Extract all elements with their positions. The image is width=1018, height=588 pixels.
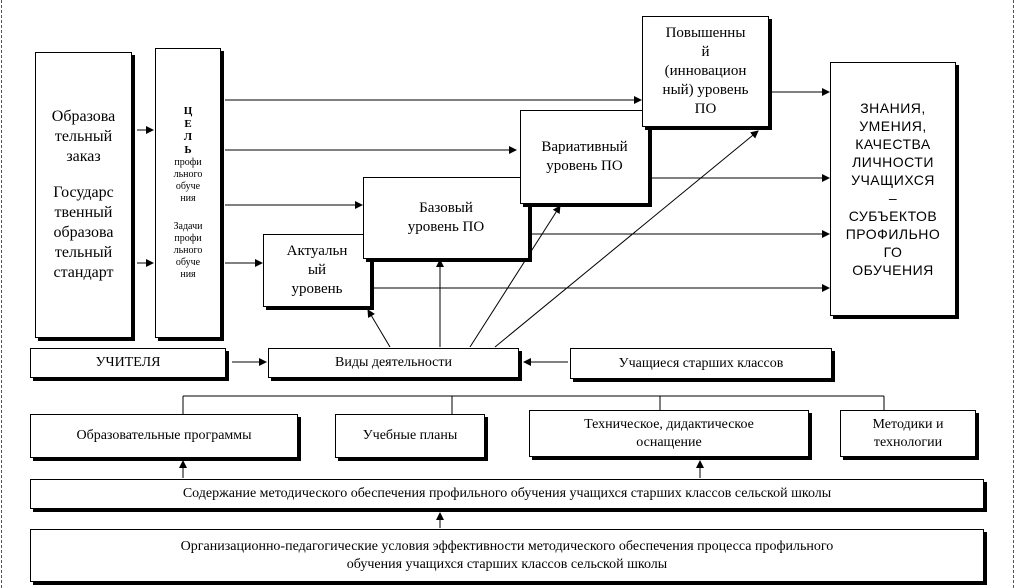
actual-level-line: уровень xyxy=(291,281,343,297)
order-text: Образова тельный заказ xyxy=(52,107,115,167)
goal-line: обуче xyxy=(175,181,201,192)
tasks-line: обуче xyxy=(175,257,201,268)
goal-letter: Ь xyxy=(184,144,192,156)
standard-line: тельный xyxy=(54,244,113,261)
base-level-line: уровень ПО xyxy=(407,219,485,235)
result-line: УМЕНИЯ, xyxy=(859,118,927,134)
equipment-line: Техническое, дидактическое xyxy=(584,416,754,432)
result-line: КАЧЕСТВА xyxy=(855,136,931,152)
result-line: – xyxy=(888,190,898,206)
actual-level-box: Актуальн ый уровень xyxy=(263,234,371,307)
standard-line: твенный xyxy=(54,204,113,221)
curricula-box: Учебные планы xyxy=(335,414,485,458)
advanced-level-line: (инновацион xyxy=(664,63,747,79)
goal-tasks-box: Ц Е Л Ь профи льного обуче ния Задачи пр… xyxy=(155,48,221,338)
base-level-box: Базовый уровень ПО xyxy=(363,177,529,259)
result-line: ГО xyxy=(883,244,903,260)
equipment-box: Техническое, дидактическое оснащение xyxy=(529,410,809,457)
actual-level-line: Актуальн xyxy=(286,243,348,259)
equipment-line: оснащение xyxy=(636,434,702,450)
order-standard-box: Образова тельный заказ Государс твенный … xyxy=(35,52,132,338)
result-line: УЧАЩИХСЯ xyxy=(851,172,935,188)
result-line: СУБЪЕКТОВ xyxy=(848,208,938,224)
programs-box: Образовательные программы xyxy=(30,414,298,458)
variative-level-box: Вариативный уровень ПО xyxy=(520,110,649,204)
curricula-label: Учебные планы xyxy=(362,428,458,443)
methods-line: технологии xyxy=(873,434,943,450)
advanced-level-line: ПО xyxy=(694,101,717,117)
activities-box: Виды деятельности xyxy=(268,348,519,378)
goal-line: профи xyxy=(174,157,202,168)
students-box: Учащиеся старших классов xyxy=(570,348,832,379)
goal-text: профи льного обуче ния xyxy=(174,157,203,205)
programs-label: Образовательные программы xyxy=(76,428,252,443)
advanced-level-line: Повышенны xyxy=(665,25,746,41)
goal-letters: Ц Е Л Ь xyxy=(184,105,193,157)
tasks-line: Задачи xyxy=(173,221,203,232)
content-label: Содержание методического обеспечения про… xyxy=(182,486,832,501)
activities-label: Виды деятельности xyxy=(334,355,452,370)
teachers-box: УЧИТЕЛЯ xyxy=(30,348,226,378)
tasks-line: профи xyxy=(174,233,202,244)
result-line: ПРОФИЛЬНО xyxy=(845,226,941,242)
standard-line: Государс xyxy=(53,184,114,201)
order-line: заказ xyxy=(66,148,101,165)
tasks-text: Задачи профи льного обуче ния xyxy=(174,221,203,281)
base-level-line: Базовый xyxy=(419,200,473,216)
result-line: ЛИЧНОСТИ xyxy=(852,154,934,170)
variative-level-line: Вариативный xyxy=(541,139,628,155)
goal-line: льного xyxy=(173,169,203,180)
goal-letter: Е xyxy=(184,118,192,130)
result-line: ОБУЧЕНИЯ xyxy=(852,262,934,278)
tasks-line: льного xyxy=(173,245,203,256)
methods-box: Методики и технологии xyxy=(840,410,976,457)
advanced-level-line: ный) уровень xyxy=(662,82,749,98)
content-box: Содержание методического обеспечения про… xyxy=(30,479,984,509)
conditions-line: Организационно-педагогические условия эф… xyxy=(180,538,834,554)
goal-line: ния xyxy=(180,193,196,204)
goal-letter: Ц xyxy=(183,105,193,117)
standard-line: образова xyxy=(53,224,114,241)
order-line: тельный xyxy=(54,128,113,145)
methods-line: Методики и xyxy=(872,416,944,432)
actual-level-line: ый xyxy=(307,262,327,278)
result-line: ЗНАНИЯ, xyxy=(860,100,926,116)
tasks-line: ния xyxy=(180,269,196,280)
conditions-line: обучения учащихся старших классов сельск… xyxy=(346,556,668,572)
standard-line: стандарт xyxy=(53,264,114,281)
standard-text: Государс твенный образова тельный станда… xyxy=(53,183,113,283)
left-frame-edge xyxy=(1,0,2,588)
teachers-label: УЧИТЕЛЯ xyxy=(95,355,161,370)
variative-level-line: уровень ПО xyxy=(546,158,623,174)
result-box: ЗНАНИЯ, УМЕНИЯ, КАЧЕСТВА ЛИЧНОСТИ УЧАЩИХ… xyxy=(830,62,956,316)
order-line: Образова xyxy=(51,108,116,125)
advanced-level-box: Повышенны й (инновацион ный) уровень ПО xyxy=(642,16,769,127)
students-label: Учащиеся старших классов xyxy=(618,355,784,371)
right-frame-edge xyxy=(1013,0,1014,588)
conditions-box: Организационно-педагогические условия эф… xyxy=(30,529,984,582)
advanced-level-line: й xyxy=(701,44,710,60)
goal-letter: Л xyxy=(183,131,193,143)
